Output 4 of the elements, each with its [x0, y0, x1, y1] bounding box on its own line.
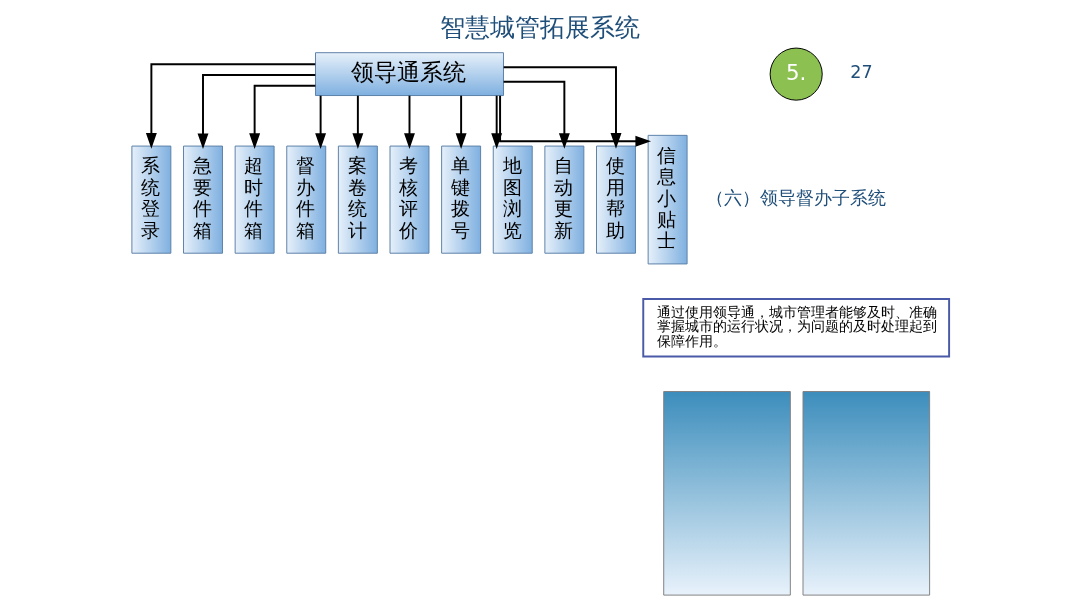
- label: （六）领导督办子系统: [705, 187, 886, 208]
- diagram-title: 智慧城管拓展系统: [440, 12, 640, 43]
- label: 5.: [785, 59, 806, 85]
- label: 27: [849, 62, 873, 83]
